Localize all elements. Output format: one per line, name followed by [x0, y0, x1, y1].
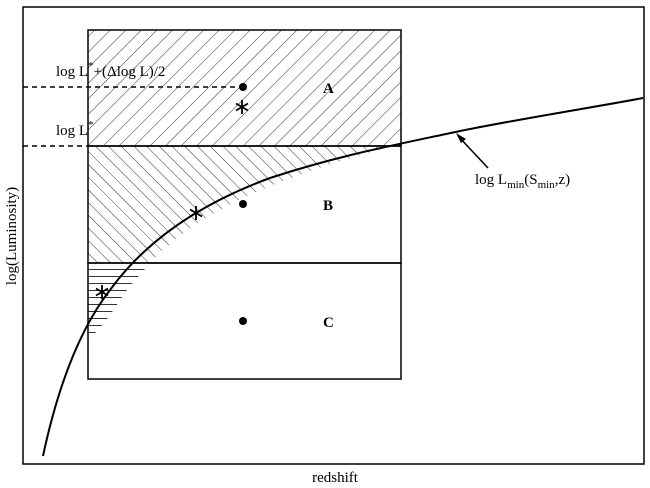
asterisk-icon [95, 285, 109, 299]
arrow-head-icon [456, 133, 466, 143]
dot-region-b [239, 200, 247, 208]
curve-label: log Lmin(Smin,z) [475, 172, 570, 191]
flux-limit-curve [42, 97, 644, 457]
x-axis-label: redshift [312, 470, 359, 486]
upper-level-label: log L*+(Δlog L)/2 [56, 60, 165, 80]
plot-frame [22, 6, 645, 465]
dot-region-c [239, 317, 247, 325]
asterisk-icon [189, 206, 203, 220]
region-b-label: B [323, 198, 333, 214]
region-c-box [87, 262, 402, 380]
y-axis-label: log(Luminosity) [4, 187, 20, 285]
dot-region-a [239, 83, 247, 91]
region-c-hatch [88, 263, 150, 340]
region-c-label: C [323, 315, 334, 331]
lower-level-label: log L* [56, 119, 94, 139]
region-a-label: A [323, 81, 334, 97]
asterisk-icon [235, 100, 249, 114]
